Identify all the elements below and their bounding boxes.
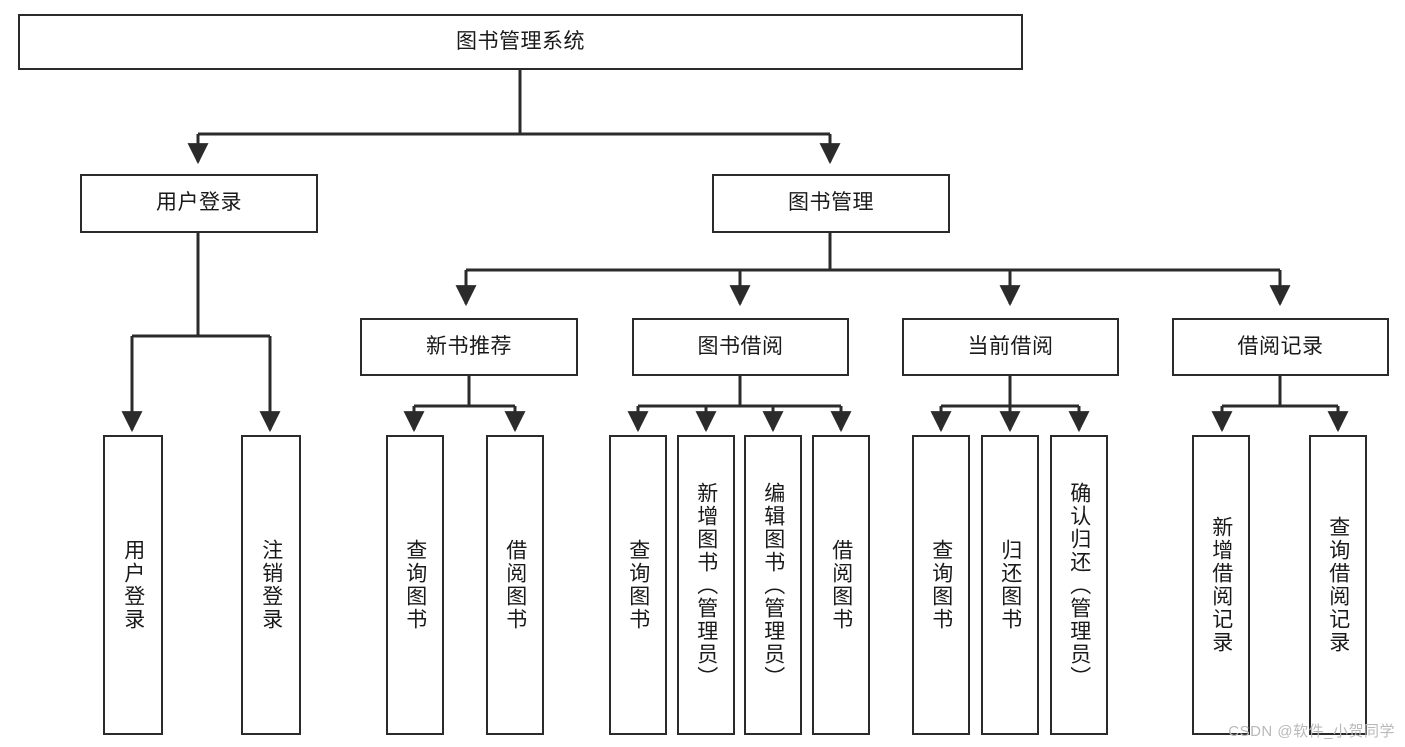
leaf-confirm-return-admin[interactable]: 确认归还（管理员） <box>1050 435 1108 735</box>
node-label: 用户登录 <box>156 191 242 215</box>
leaf-query-book-borrow[interactable]: 查询图书 <box>609 435 667 735</box>
node-label: 借阅图书 <box>829 539 853 631</box>
leaf-query-book-current[interactable]: 查询图书 <box>912 435 970 735</box>
leaf-add-book-admin[interactable]: 新增图书（管理员） <box>677 435 735 735</box>
node-label: 当前借阅 <box>967 334 1054 358</box>
node-label: 图书管理系统 <box>456 29 585 53</box>
node-label: 用户登录 <box>121 539 145 631</box>
node-label: 查询借阅记录 <box>1326 516 1350 654</box>
node-label: 借阅记录 <box>1237 334 1324 358</box>
leaf-edit-book-admin[interactable]: 编辑图书（管理员） <box>744 435 802 735</box>
leaf-user-login[interactable]: 用户登录 <box>103 435 163 735</box>
node-new-book-recommendation[interactable]: 新书推荐 <box>360 318 578 376</box>
node-label: 查询图书 <box>929 539 953 631</box>
node-current-borrowing[interactable]: 当前借阅 <box>902 318 1119 376</box>
node-label: 注销登录 <box>259 539 283 631</box>
node-label: 归还图书 <box>998 539 1022 631</box>
leaf-add-borrow-record[interactable]: 新增借阅记录 <box>1192 435 1250 735</box>
node-user-login[interactable]: 用户登录 <box>80 174 318 233</box>
node-label: 确认归还（管理员） <box>1067 481 1091 689</box>
leaf-logout[interactable]: 注销登录 <box>241 435 301 735</box>
node-label: 新增借阅记录 <box>1209 516 1233 654</box>
node-book-management[interactable]: 图书管理 <box>712 174 950 233</box>
node-label: 图书借阅 <box>697 334 784 358</box>
node-label: 新增图书（管理员） <box>694 481 718 689</box>
node-label: 查询图书 <box>626 539 650 631</box>
node-book-borrowing[interactable]: 图书借阅 <box>632 318 849 376</box>
node-borrowing-records[interactable]: 借阅记录 <box>1172 318 1389 376</box>
node-label: 编辑图书（管理员） <box>761 481 785 689</box>
csdn-watermark: CSDN @软件_小贺同学 <box>1228 723 1395 740</box>
leaf-query-book-recommend[interactable]: 查询图书 <box>386 435 444 735</box>
node-label: 查询图书 <box>403 539 427 631</box>
leaf-query-borrow-record[interactable]: 查询借阅记录 <box>1309 435 1367 735</box>
leaf-borrow-book-recommend[interactable]: 借阅图书 <box>486 435 544 735</box>
node-label: 借阅图书 <box>503 539 527 631</box>
leaf-return-book[interactable]: 归还图书 <box>981 435 1039 735</box>
node-label: 图书管理 <box>788 191 874 215</box>
node-label: 新书推荐 <box>426 334 512 358</box>
node-root-book-management-system[interactable]: 图书管理系统 <box>18 14 1023 70</box>
leaf-borrow-book[interactable]: 借阅图书 <box>812 435 870 735</box>
